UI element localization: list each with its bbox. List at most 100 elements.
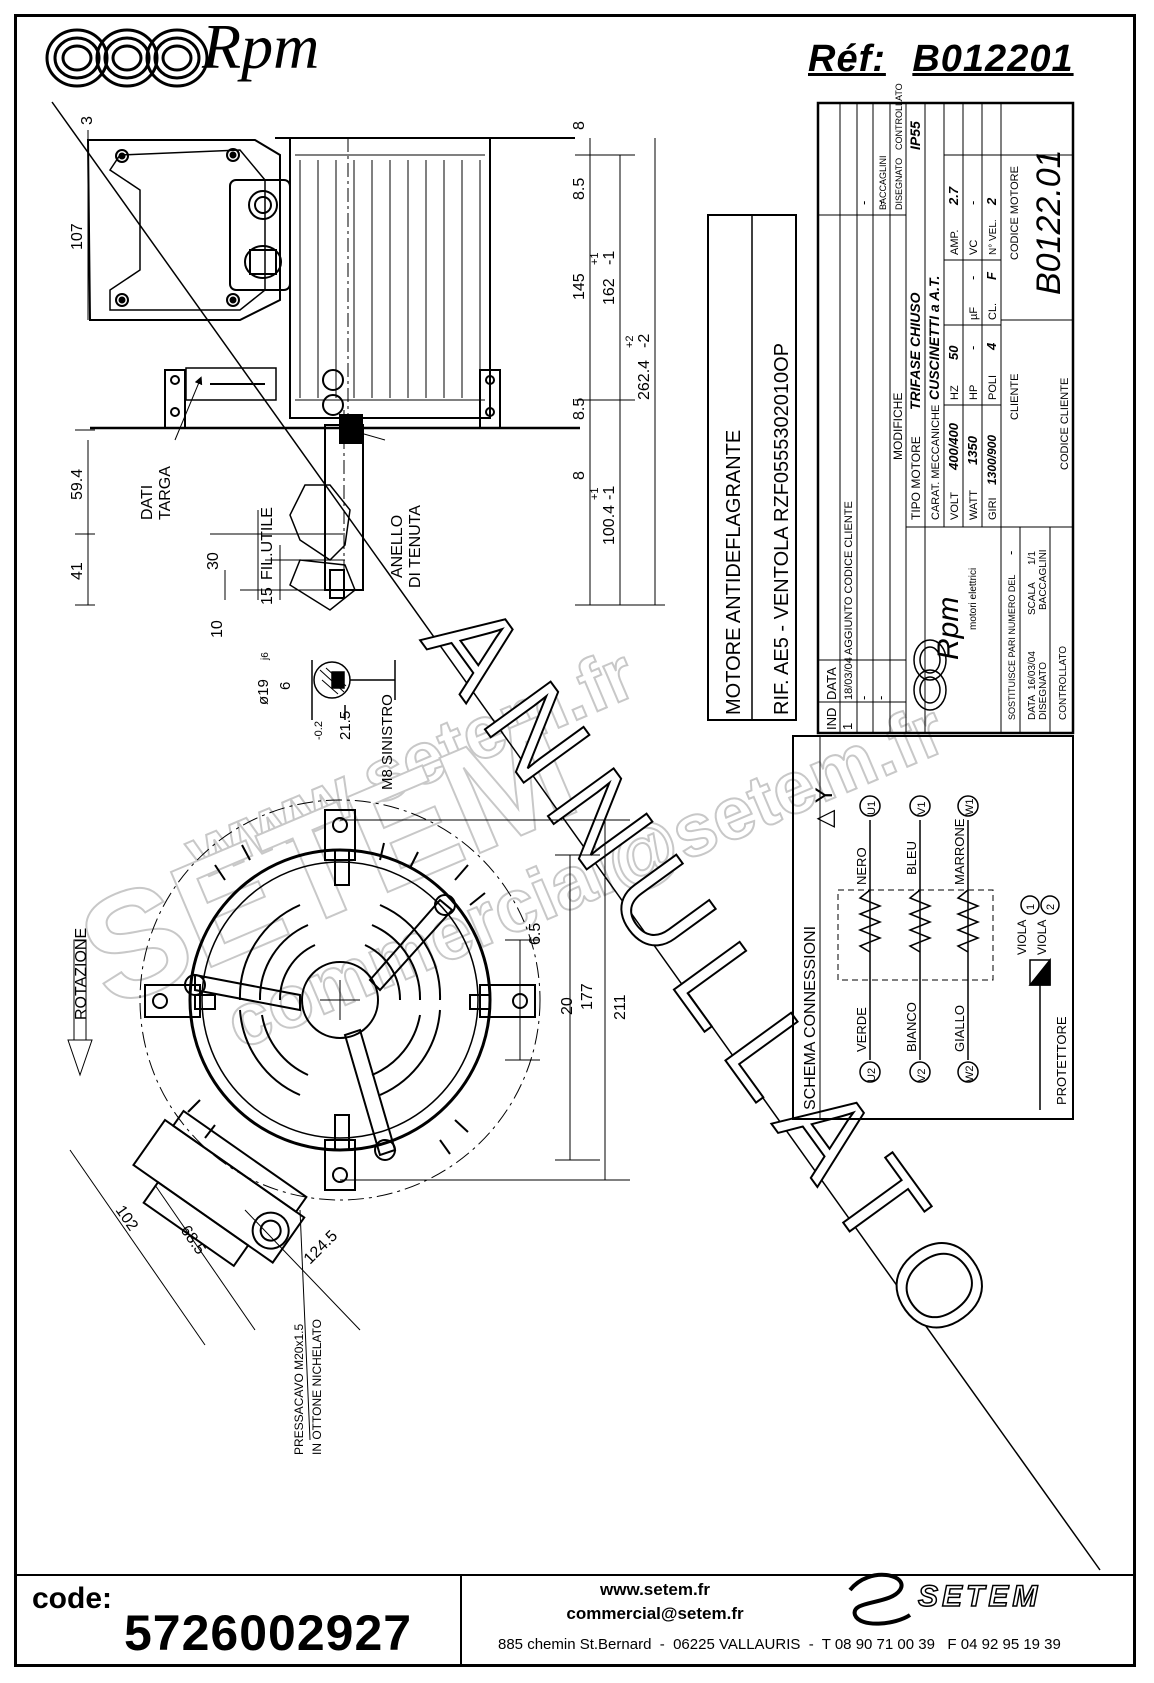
watt-label: WATT <box>968 490 980 520</box>
front-view <box>132 799 541 1268</box>
terminal-v2: V2 <box>916 1069 928 1082</box>
uf-value: - <box>965 276 980 280</box>
motor-description: MOTORE ANTIDEFLAGRANTE <box>723 430 745 715</box>
nvel-value: 2 <box>984 197 999 206</box>
dim-100-tol-plus: +1 <box>589 487 601 500</box>
dim-262-tol-minus: -2 <box>636 334 653 348</box>
dim-shaft-dia: ø19 <box>255 679 272 705</box>
poli-label: POLI <box>987 375 999 400</box>
rev-dash-1: - <box>856 696 871 700</box>
terminal-w2: W2 <box>964 1066 976 1083</box>
wire-bleu: BLEU <box>904 841 919 875</box>
amp-label: AMP. <box>949 230 961 255</box>
protettore-label: PROTETTORE <box>1054 1016 1069 1105</box>
reference-heading: Réf: B012201 <box>808 38 1074 81</box>
setem-swoosh-icon <box>848 1572 912 1626</box>
dim-262-4: 262.4 <box>636 360 653 400</box>
terminal-v1: V1 <box>916 802 928 815</box>
rev-dash-2: - <box>873 696 888 700</box>
footer-website[interactable]: www.setem.fr <box>600 1580 710 1599</box>
dim-162-tol-minus: -1 <box>601 251 618 265</box>
rev-header-data: DATA <box>824 667 839 700</box>
dim-3: 3 <box>79 116 96 125</box>
dim-59-4: 59.4 <box>69 469 86 500</box>
controllato-header: CONTROLLATO <box>894 83 904 150</box>
vc-label: VC <box>968 240 980 255</box>
shaft-section <box>311 660 396 720</box>
wire-bianco: BIANCO <box>904 1002 919 1052</box>
modifiche-label: MODIFICHE <box>891 393 905 460</box>
cancel-diagonal <box>51 101 1101 1571</box>
dim-30: 30 <box>205 552 222 570</box>
schema-delta-star: △ Y <box>811 787 838 828</box>
dim-20: 20 <box>559 997 576 1015</box>
dim-21-5: 21.5 <box>337 711 354 740</box>
scala-value: 1/1 <box>1027 551 1038 565</box>
volt-label: VOLT <box>949 492 961 520</box>
baccaglini-header: BACCAGLINI <box>878 155 888 210</box>
cl-value: F <box>984 271 999 280</box>
code-box: code: 5726002927 <box>14 1574 462 1667</box>
terminal-u1: U1 <box>866 801 878 815</box>
dim-100-tol-minus: -1 <box>601 486 618 500</box>
rev-header-ind: IND <box>824 708 839 730</box>
wire-viola-2: VIOLA <box>1035 920 1049 955</box>
setem-logo-text: SETEM <box>917 1579 1042 1614</box>
side-view <box>86 137 580 611</box>
vc-value: - <box>965 201 980 205</box>
dim-8-5-bot: 8.5 <box>571 398 588 420</box>
carat-value: CUSCINETTI a A.T. <box>926 276 942 400</box>
rev-dash-3: - <box>856 201 871 205</box>
giri-label: GIRI <box>987 497 999 520</box>
dim-6: 6 <box>277 682 294 690</box>
label-targa: TARGA <box>157 466 174 520</box>
dim-262-tol-plus: +2 <box>624 335 636 348</box>
disegnato-value: BACCAGLINI <box>1038 549 1049 610</box>
ip-value: IP55 <box>907 121 923 150</box>
wire-viola-1: VIOLA <box>1015 920 1029 955</box>
amp-value: 2.7 <box>946 186 961 206</box>
giri-value: 1300/900 <box>985 435 999 485</box>
label-fil-utile: FIL.UTILE <box>259 507 276 580</box>
wire-verde: VERDE <box>854 1007 869 1052</box>
front-view-dimensions <box>67 819 630 1441</box>
brand-name: Rpm <box>202 11 320 82</box>
dim-107: 107 <box>69 223 86 250</box>
tipo-motore-label: TIPO MOTORE <box>909 436 923 520</box>
rev1-ind: 1 <box>840 723 855 730</box>
label-rotazione: ROTAZIONE <box>73 928 90 1020</box>
code-label: code: <box>32 1582 113 1615</box>
label-m8: M8 SINISTRO <box>379 694 396 790</box>
rev1-desc: AGGIUNTO CODICE CLIENTE <box>843 501 855 655</box>
codice-motore-label: CODICE MOTORE <box>1009 166 1021 260</box>
hp-label: HP <box>968 385 980 400</box>
watt-value: 1350 <box>965 435 980 465</box>
schema-title: SCHEMA CONNESSIONI <box>802 926 819 1110</box>
nvel-label: N° VEL. <box>988 219 999 255</box>
controllato-label: CONTROLLATO <box>1058 646 1069 720</box>
tipo-motore-value: TRIFASE CHIUSO <box>907 292 923 410</box>
footer-email[interactable]: commercial@setem.fr <box>566 1604 744 1623</box>
uf-label: µF <box>968 307 980 320</box>
dim-162-tol-plus: +1 <box>589 252 601 265</box>
terminal-u2: U2 <box>866 1068 878 1082</box>
hz-label: HZ <box>949 385 961 400</box>
footer-address: 885 chemin St.Bernard - 06225 VALLAURIS … <box>498 1636 1061 1653</box>
label-pressacavo-1: PRESSACAVO M20x1.5 <box>292 1324 306 1455</box>
wire-nero: NERO <box>854 847 869 885</box>
dim-shaft-fit: j6 <box>260 652 271 661</box>
label-dati: DATI <box>139 485 156 520</box>
codice-cliente-label: CODICE CLIENTE <box>1059 378 1071 470</box>
volt-value: 400/400 <box>946 422 961 471</box>
disegnato-header: DISEGNATO <box>894 158 904 210</box>
ref-label: Réf: <box>808 38 886 80</box>
motor-rif: RIF. AE5 - VENTOLA RZF0555302010OP <box>771 343 793 715</box>
dim-8-bot: 8 <box>571 471 588 480</box>
cl-label: CL. <box>987 303 999 320</box>
company-sub: motori elettrici <box>968 568 979 630</box>
drawing-frame <box>14 14 1136 1667</box>
dim-8-top: 8 <box>571 121 588 130</box>
dim-10: 10 <box>209 620 226 638</box>
